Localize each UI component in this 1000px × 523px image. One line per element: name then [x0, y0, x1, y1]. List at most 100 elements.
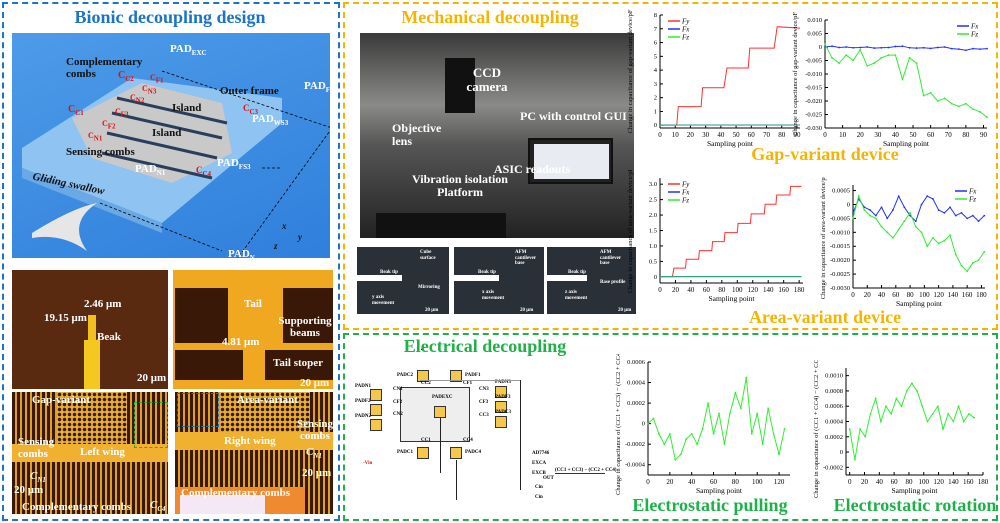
data-point	[734, 391, 737, 394]
small3-s: 20 μm	[618, 308, 632, 313]
y-axis-label: Change in capacitance of (CC1 + CC4) − (…	[813, 360, 820, 498]
cc2-label: CC2	[118, 70, 134, 83]
x-tick-label: 140	[763, 286, 774, 294]
x-tick-label: 40	[892, 131, 900, 139]
data-point	[863, 209, 866, 211]
comp-combs-left-label: Complementary combs	[22, 501, 132, 513]
y-tick-label: 0.0008	[825, 388, 843, 395]
circuit-cap: CC3	[479, 413, 489, 418]
rotation-title: Electrostatic rotation	[833, 495, 997, 515]
complementary-combs-label: Complementary combs	[66, 56, 143, 81]
x-tick-label: 140	[948, 478, 959, 486]
cc4-label: CC4	[196, 165, 212, 178]
x-tick-label: 70	[945, 131, 953, 139]
data-point	[968, 412, 970, 415]
device-illustration	[12, 33, 330, 258]
y-tick-label: 0	[840, 449, 843, 456]
x-axis-label: Sampling point	[708, 294, 755, 303]
y-tick-label: 0.010	[807, 17, 822, 24]
data-point	[954, 214, 957, 217]
data-point	[647, 422, 649, 425]
cn1-right-label: CN1	[306, 446, 322, 461]
y-axis-label: Change in capacitance of (CC1 + CC3) − (…	[615, 354, 622, 495]
electrical-panel	[343, 333, 998, 521]
x-tick-label: 50	[910, 131, 918, 139]
x-axis-label: Sampling point	[696, 486, 743, 495]
x-axis-label: Sampling point	[891, 486, 938, 495]
circuit-cap: CN2	[393, 412, 403, 417]
y-tick-label: -0.020	[805, 98, 822, 105]
x-tick-label: 10	[672, 131, 680, 139]
data-point	[745, 376, 748, 379]
out-label: OUT	[543, 476, 554, 481]
data-point	[936, 46, 939, 49]
data-point	[824, 43, 826, 46]
data-point	[756, 412, 759, 415]
cn3-label: CN3	[142, 84, 157, 96]
small1-d: y axis movement	[372, 295, 395, 306]
data-point	[901, 45, 904, 48]
ad7746-label: AD7746	[532, 451, 550, 456]
beak-micrograph	[12, 270, 168, 389]
x-tick-label: 40	[688, 478, 696, 486]
small2-a: AFM cantilever base	[515, 250, 537, 266]
data-point	[864, 435, 867, 438]
legend-label: Fy	[681, 18, 690, 26]
x-tick-label: 90	[793, 131, 801, 139]
data-point	[894, 54, 897, 56]
circuit-cap: CF3	[479, 400, 489, 405]
data-point	[943, 211, 946, 214]
x-tick-label: 180	[976, 291, 987, 299]
pad-exc-label: PADEXC	[170, 43, 207, 58]
data-point	[926, 195, 929, 198]
x-tick-label: 60	[710, 478, 718, 486]
series-line-diff	[647, 377, 786, 461]
circuit-pad: PADF1	[465, 373, 481, 378]
y-tick-label: 3	[654, 81, 657, 88]
sensing-combs-left-label: Sensing combs	[18, 436, 55, 461]
x-tick-label: 50	[733, 131, 741, 139]
x-tick-label: 0	[658, 286, 662, 294]
cc4-left-label: CC4	[150, 499, 166, 514]
data-point	[838, 46, 840, 49]
data-point	[885, 405, 887, 408]
data-point	[866, 46, 869, 48]
circuit-pad: PADN1	[355, 384, 372, 389]
x-tick-label: 20	[864, 291, 872, 299]
legend-label: Fx	[681, 189, 690, 197]
scale-bar-1: 20 μm	[137, 372, 167, 384]
objective-lens-label: Objective lens	[392, 121, 442, 149]
data-point	[949, 234, 951, 237]
data-point	[852, 59, 855, 62]
data-point	[903, 206, 906, 209]
formula-label: (CC1 + CC3) − (CC2 + CC4)	[555, 468, 617, 474]
vibration-platform-label: Vibration isolation Platform	[412, 172, 508, 200]
sensing-combs-label: Sensing combs	[66, 146, 135, 158]
data-point	[900, 405, 903, 408]
data-point	[960, 264, 963, 267]
right-wing-label: Right wing	[224, 435, 276, 447]
asic-readouts-label: ASIC readouts	[494, 162, 571, 176]
x-tick-label: 20	[857, 131, 865, 139]
data-point	[905, 390, 908, 392]
x-tick-label: 20	[687, 131, 695, 139]
legend-label: Fz	[970, 31, 978, 39]
mechanical-title: Mechanical decoupling	[401, 7, 579, 27]
legend-label: Fz	[681, 197, 689, 205]
y-axis-label: Change in capacitance of area-variant de…	[627, 170, 634, 293]
x-tick-label: 100	[919, 291, 930, 299]
y-tick-label: 3.0	[649, 181, 657, 188]
bionic-title: Bionic decoupling design	[74, 7, 266, 27]
x-tick-label: 60	[891, 478, 899, 486]
y-tick-label: -0.0004	[625, 462, 646, 469]
y-tick-label: 1.5	[649, 228, 657, 235]
data-point	[880, 225, 883, 228]
data-point	[668, 433, 671, 435]
y-tick-label: 0.0004	[825, 419, 844, 426]
legend-label: Fx	[681, 26, 690, 34]
circuit-cap: CF2	[393, 400, 403, 405]
